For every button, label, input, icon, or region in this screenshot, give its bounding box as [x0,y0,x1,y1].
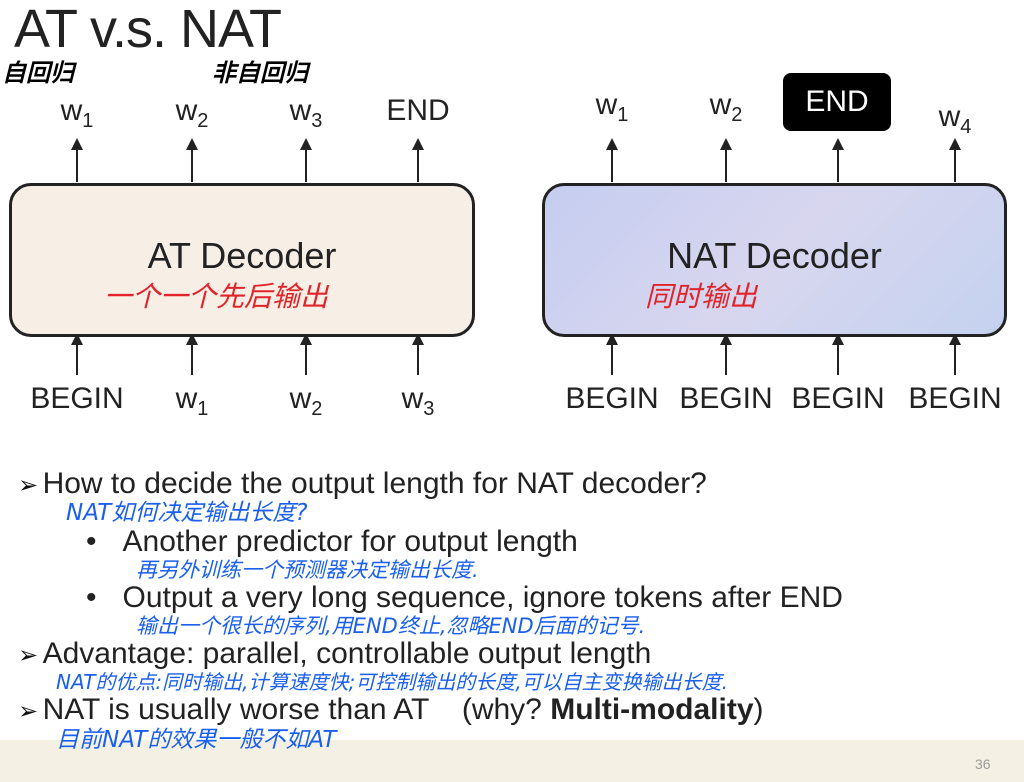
at-note: 一个一个先后输出 [104,280,329,313]
token-subscript: 1 [617,104,629,126]
token-text: w [289,94,312,127]
at-input-token: w2 [290,382,323,426]
token-subscript: 2 [311,398,323,420]
advantage-note: NAT的优点:同时输出,计算速度快;可控制输出的长度,可以自主变换输出长度. [56,670,728,694]
arrow-up-icon [606,333,618,375]
slide-title: AT v.s. NAT [14,0,282,59]
token-text: BEGIN [679,382,773,415]
nat-input-token: BEGIN [565,382,658,416]
token-subscript: 2 [731,104,743,126]
nat-input-token: BEGIN [791,382,884,416]
why-end: ) [753,693,764,726]
token-text: w [938,100,961,133]
at-output-token: END [386,94,449,128]
token-text: w [60,94,83,127]
token-text: BEGIN [791,382,885,415]
bullet-text: Output a very long sequence, ignore toke… [122,581,843,614]
token-text: w [595,88,618,121]
sub-bullet-1: •Another predictor for output length [86,525,578,558]
nat-output-token: w2 [710,88,743,132]
sub2-note: 输出一个很长的序列,用END终止,忽略END后面的记号. [136,614,646,638]
token-text: w [709,88,732,121]
arrow-bullet-icon: ➢ [18,698,39,725]
arrow-up-icon [412,333,424,375]
token-subscript: 3 [423,398,435,420]
arrow-up-icon [949,333,961,375]
nat-output-token: w1 [596,88,629,132]
arrow-up-icon [186,333,198,375]
at-annotation: 自回归 [2,59,74,87]
at-input-token: BEGIN [30,382,123,416]
token-text: w [175,94,198,127]
sub1-note: 再另外训练一个预测器决定输出长度. [136,558,479,582]
at-output-token: w3 [290,94,323,138]
token-text: w [175,382,198,415]
arrow-up-icon [606,138,618,182]
bullet-worse: ➢ NAT is usually worse than AT (why? Mul… [18,694,764,726]
arrow-up-icon [832,333,844,375]
footer-strip [0,740,1024,782]
arrow-up-icon [300,333,312,375]
bullet-question: ➢ How to decide the output length for NA… [18,468,707,500]
token-text: BEGIN [30,382,124,415]
bullet-text: Another predictor for output length [122,525,578,558]
arrow-bullet-icon: ➢ [18,642,39,669]
token-subscript: 1 [197,398,209,420]
nat-input-token: BEGIN [908,382,1001,416]
at-input-token: w1 [176,382,209,426]
arrow-up-icon [300,138,312,182]
token-text: END [386,94,450,127]
why-text: (why? [461,693,551,726]
token-subscript: 4 [960,116,972,138]
arrow-bullet-icon: ➢ [18,472,39,499]
token-text: w [401,382,424,415]
nat-decoder-box: NAT Decoder 同时输出 [542,183,1007,337]
arrow-up-icon [71,138,83,182]
at-decoder-label: AT Decoder [147,235,337,276]
arrow-up-icon [720,138,732,182]
at-output-token: w2 [176,94,209,138]
token-text: BEGIN [565,382,659,415]
bullet-advantage: ➢ Advantage: parallel, controllable outp… [18,638,651,670]
at-decoder-box: AT Decoder 一个一个先后输出 [9,183,475,337]
bullet-text: Advantage: parallel, controllable output… [42,637,652,670]
arrow-up-icon [186,138,198,182]
arrow-up-icon [71,333,83,375]
arrow-up-icon [412,138,424,182]
token-text: w [289,382,312,415]
token-subscript: 1 [82,110,94,132]
at-input-token: w3 [402,382,435,426]
token-subscript: 2 [197,110,209,132]
at-output-token: w1 [61,94,94,138]
why-bold: Multi-modality [550,693,754,726]
nat-input-token: BEGIN [679,382,772,416]
bullet-text: How to decide the output length for NAT … [42,467,707,500]
nat-note: 同时输出 [645,280,758,313]
sub-bullet-2: •Output a very long sequence, ignore tok… [86,581,843,614]
page-number: 36 [975,756,991,772]
nat-output-token: w4 [939,100,972,144]
nat-decoder-label: NAT Decoder [667,235,882,276]
question-note: NAT如何决定输出长度? [66,500,308,526]
nat-annotation: 非自回归 [212,59,308,87]
arrow-up-icon [949,138,961,182]
bullet-text: NAT is usually worse than AT [42,693,430,726]
arrow-up-icon [832,138,844,182]
worse-note: 目前NAT的效果一般不如AT [56,727,337,753]
arrow-up-icon [720,333,732,375]
token-subscript: 3 [311,110,323,132]
token-text: BEGIN [908,382,1002,415]
nat-output-token: END [783,73,891,131]
